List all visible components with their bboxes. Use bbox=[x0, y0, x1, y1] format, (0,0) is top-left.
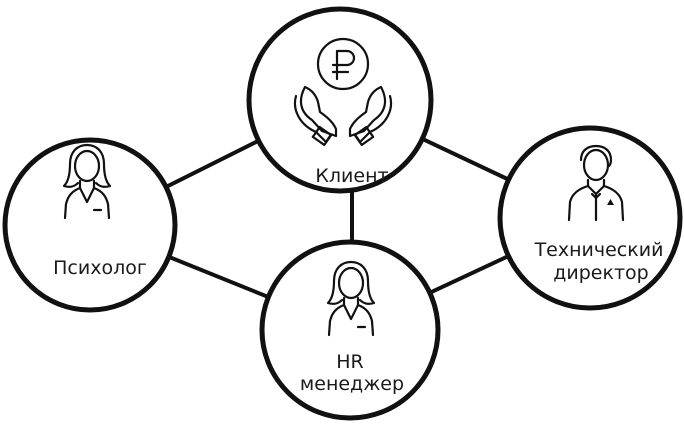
node-hr-manager: HR менеджер bbox=[259, 239, 441, 421]
node-tech-director-label-line1: Технический bbox=[534, 239, 664, 261]
node-hr-manager-circle bbox=[259, 239, 441, 421]
node-client: Клиент bbox=[246, 6, 434, 194]
node-client-label: Клиент bbox=[315, 165, 388, 187]
node-hr-manager-label-line2: менеджер bbox=[300, 373, 404, 395]
node-psychologist-circle bbox=[2, 137, 178, 313]
node-tech-director: Технический директор bbox=[497, 125, 683, 311]
node-psychologist-label: Психолог bbox=[53, 257, 147, 279]
node-tech-director-label-line2: директор bbox=[553, 262, 648, 284]
node-psychologist: Психолог bbox=[2, 137, 178, 313]
male-person-tie-icon bbox=[567, 144, 625, 222]
female-person-icon bbox=[326, 260, 376, 337]
female-person-icon bbox=[62, 143, 112, 220]
node-hr-manager-label-line1: HR bbox=[336, 351, 364, 373]
node-client-circle bbox=[246, 6, 434, 194]
node-tech-director-circle bbox=[497, 125, 683, 311]
ruble-hands-icon bbox=[293, 37, 393, 147]
